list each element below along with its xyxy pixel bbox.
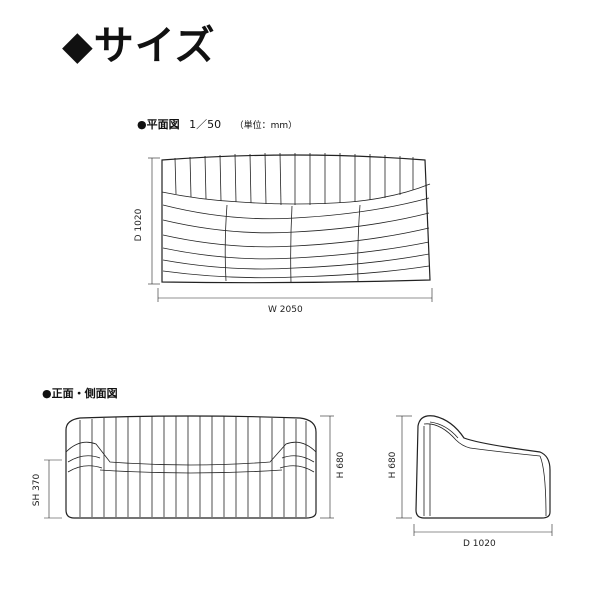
- plan-unit: （単位：mm）: [234, 121, 298, 131]
- plan-view-sofa: [161, 152, 431, 284]
- plan-width-dimension: W 2050: [268, 305, 303, 315]
- plan-dimension-lines: [148, 157, 433, 302]
- plan-view-label: ●平面図: [137, 118, 180, 131]
- side-dimension-lines: [396, 415, 553, 536]
- plan-view-heading: ●平面図 1／50 （単位：mm）: [137, 116, 297, 132]
- front-dimension-lines: [44, 415, 334, 519]
- front-view-sofa: [65, 415, 317, 519]
- side-depth-dimension: D 1020: [463, 539, 496, 549]
- plan-scale: 1／50: [189, 118, 222, 131]
- side-view-sofa: [415, 415, 551, 519]
- elevation-label: ●正面・側面図: [42, 387, 118, 400]
- elevation-heading: ●正面・側面図: [42, 385, 118, 401]
- page-title: ◆サイズ: [62, 23, 216, 69]
